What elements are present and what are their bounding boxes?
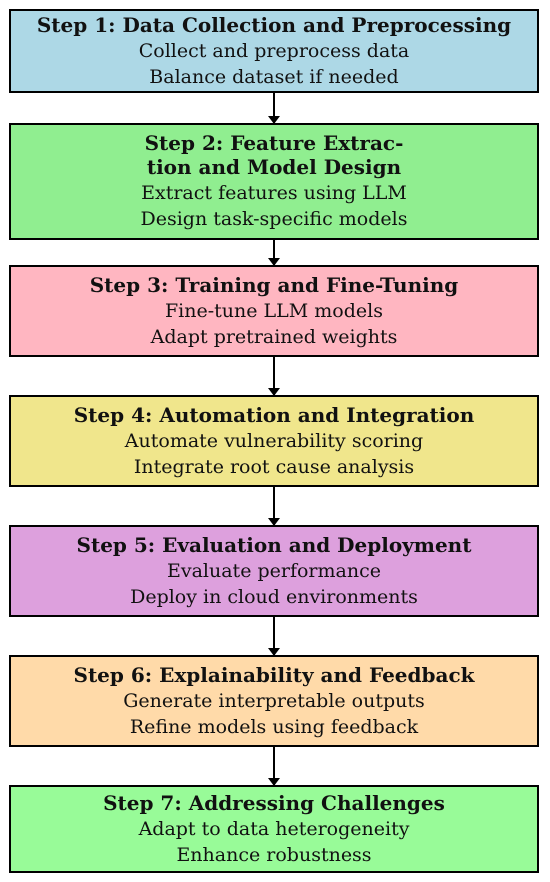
step-4-box: Step 4: Automation and Integration Autom… bbox=[9, 395, 539, 487]
step-7-line-2: Enhance robustness bbox=[176, 843, 372, 866]
step-1-box: Step 1: Data Collection and Preprocessin… bbox=[9, 9, 539, 93]
step-5-box: Step 5: Evaluation and Deployment Evalua… bbox=[9, 525, 539, 617]
step-6-title: Step 6: Explainability and Feedback bbox=[73, 662, 475, 687]
step-6-line-2: Refine models using feedback bbox=[129, 715, 419, 738]
step-2-title: Step 2: Feature Extrac- tion and Model D… bbox=[144, 131, 404, 179]
step-3-line-1: Fine-tune LLM models bbox=[165, 299, 383, 322]
step-6-box: Step 6: Explainability and Feedback Gene… bbox=[9, 655, 539, 747]
step-2-box: Step 2: Feature Extrac- tion and Model D… bbox=[9, 123, 539, 240]
arrow-5-to-6 bbox=[268, 617, 280, 656]
step-7-title: Step 7: Addressing Challenges bbox=[103, 790, 445, 815]
arrow-6-to-7 bbox=[268, 747, 280, 786]
step-6-line-1: Generate interpretable outputs bbox=[123, 689, 425, 712]
step-4-line-2: Integrate root cause analysis bbox=[133, 455, 415, 478]
step-2-line-1: Extract features using LLM bbox=[141, 182, 407, 204]
step-3-title: Step 3: Training and Fine-Tuning bbox=[89, 272, 459, 297]
arrow-3-to-4 bbox=[268, 357, 280, 396]
arrow-1-to-2 bbox=[268, 93, 280, 124]
step-2-line-2: Design task-specific models bbox=[140, 208, 408, 230]
step-1-line-2: Balance dataset if needed bbox=[149, 65, 399, 88]
step-4-line-1: Automate vulnerability scoring bbox=[124, 429, 424, 452]
step-7-line-1: Adapt to data heterogeneity bbox=[138, 817, 410, 840]
step-3-line-2: Adapt pretrained weights bbox=[150, 325, 398, 348]
step-4-title: Step 4: Automation and Integration bbox=[73, 402, 475, 427]
step-7-box: Step 7: Addressing Challenges Adapt to d… bbox=[9, 785, 539, 873]
step-5-title: Step 5: Evaluation and Deployment bbox=[76, 532, 472, 557]
step-5-line-1: Evaluate performance bbox=[166, 559, 381, 582]
arrow-2-to-3 bbox=[268, 240, 280, 266]
step-1-title: Step 1: Data Collection and Preprocessin… bbox=[36, 12, 512, 37]
step-5-line-2: Deploy in cloud environments bbox=[130, 585, 418, 608]
step-3-box: Step 3: Training and Fine-Tuning Fine-tu… bbox=[9, 265, 539, 357]
step-1-line-1: Collect and preprocess data bbox=[138, 39, 410, 62]
arrow-4-to-5 bbox=[268, 487, 280, 526]
